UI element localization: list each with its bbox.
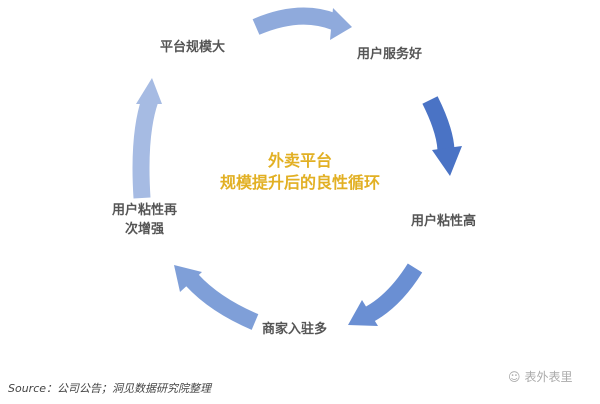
watermark: ☺ 表外表里 [508,368,573,385]
source-note: Source：公司公告；洞见数据研究院整理 [8,382,212,395]
node-user-stickiness: 用户粘性高 [411,214,477,229]
arrow-right [422,96,455,151]
node-stickiness-again-line1: 用户粘性再 [112,203,178,218]
arrow-bottom-left [185,274,259,330]
arrow-top [252,7,339,35]
arrowhead-bottom-left [174,265,202,292]
node-user-service: 用户服务好 [357,47,423,62]
node-stickiness-again-line2: 次增强 [125,222,165,237]
center-title-line1: 外卖平台 [267,151,332,170]
watermark-text: 表外表里 [524,370,573,384]
arrowhead-bottom-right [348,300,378,326]
node-merchants: 商家入驻多 [262,322,328,337]
node-platform-scale: 平台规模大 [160,40,226,55]
arrowhead-left [136,78,162,104]
arrow-bottom-right [365,263,423,322]
arrow-left [132,97,159,199]
arrowhead-top [330,8,352,40]
wechat-icon: ☺ [508,369,521,384]
center-title-line2: 规模提升后的良性循环 [219,173,380,192]
arrowhead-right [432,146,462,176]
center-title: 外卖平台 规模提升后的良性循环 [190,150,410,194]
node-stickiness-again: 用户粘性再 次增强 [112,201,177,239]
